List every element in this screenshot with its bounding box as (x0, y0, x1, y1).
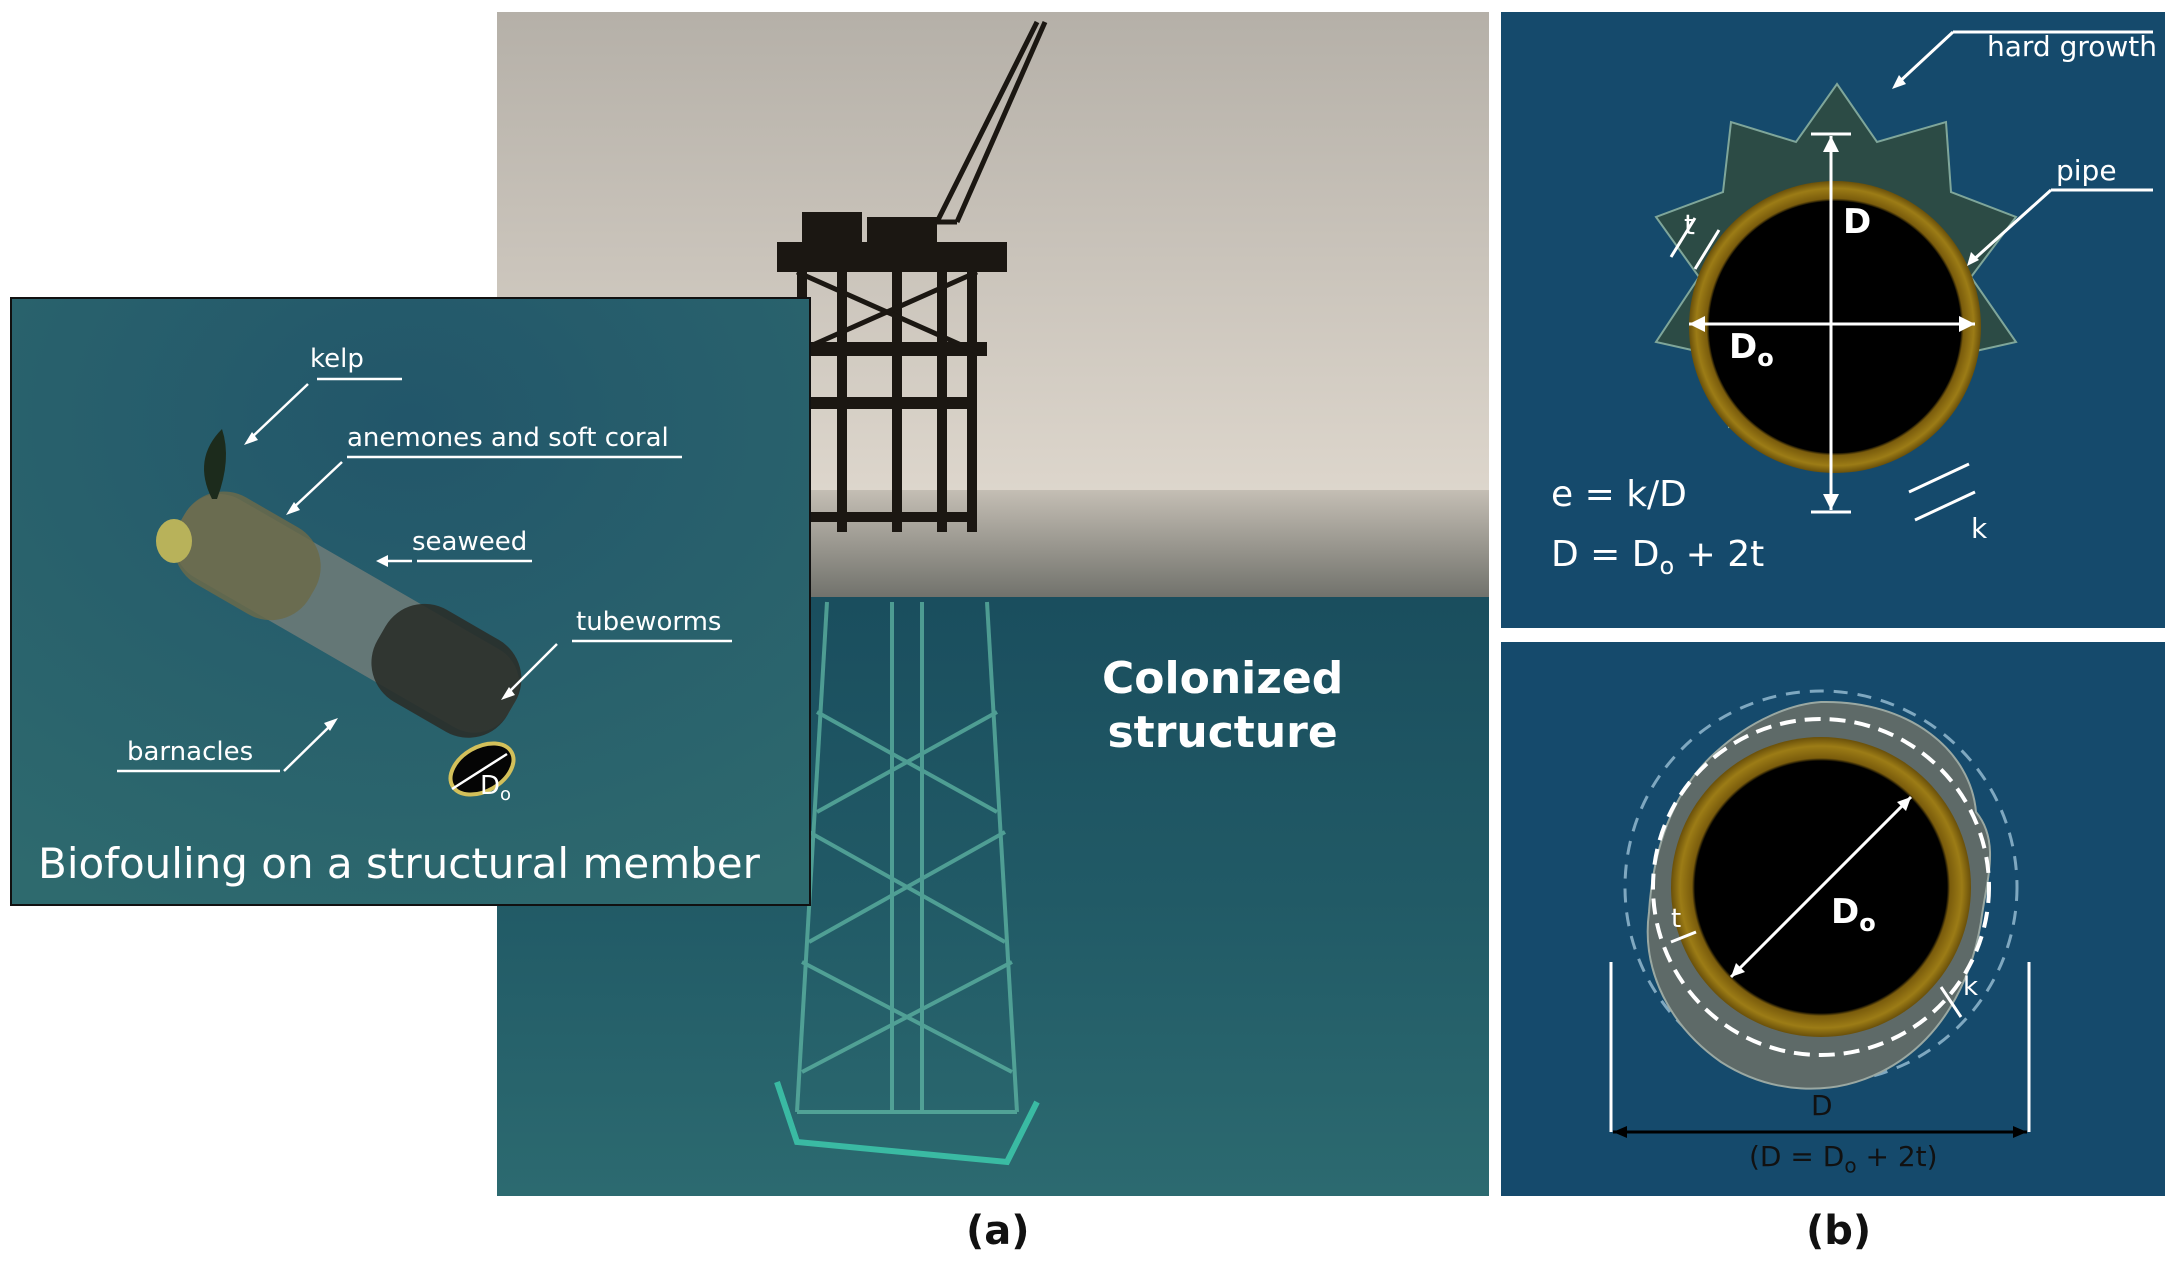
thickness-t-label-bottom: t (1671, 904, 1682, 934)
jacket-structure (795, 601, 1019, 1114)
outer-diameter-bottom-sub: o (1859, 908, 1876, 937)
outer-diameter-sub: o (1757, 343, 1774, 372)
member-diameter-main: D (480, 771, 501, 801)
caption-b: (b) (1806, 1208, 1872, 1254)
equivalent-D-label: D (1811, 1089, 1833, 1122)
pipe-label: pipe (2056, 154, 2117, 187)
outer-dashed-circle (1623, 689, 2019, 1085)
equation-D-part1: D = D (1551, 534, 1660, 575)
equation-e: e = k/D (1551, 474, 1687, 515)
colonized-structure-label: Colonized structure (1102, 652, 1343, 760)
member-diameter-label: Do (480, 771, 511, 805)
colonized-label-line1: Colonized (1102, 653, 1344, 704)
eq-bottom-sub: o (1844, 1153, 1857, 1178)
equivalent-D-equation: (D = Do + 2t) (1749, 1140, 1938, 1178)
roughness-k-label: k (1971, 512, 1988, 545)
tubeworms-label: tubeworms (576, 607, 722, 637)
diameter-D-label: D (1843, 202, 1872, 242)
colonized-label-line2: structure (1107, 707, 1338, 758)
equation-D-part2: + 2t (1674, 534, 1765, 575)
panel-b-bottom: Do t k D (D = Do + 2t) (1501, 642, 2165, 1196)
pipe-interior (1709, 201, 1961, 453)
panel-b-top: hard growth pipe D Do t k e = k/D D = Do… (1501, 12, 2165, 628)
hard-growth-label: hard growth (1987, 30, 2158, 63)
equation-D: D = Do + 2t (1551, 534, 1764, 580)
seaweed-label: seaweed (412, 527, 528, 557)
inset-title: Biofouling on a structural member (38, 839, 760, 888)
kelp-blades (204, 429, 226, 499)
pipe-section-equivalent (1609, 689, 2031, 1138)
eq-bottom-part1: (D = D (1749, 1140, 1845, 1173)
kelp-label: kelp (310, 344, 364, 374)
outer-diameter-label: Do (1729, 327, 1774, 372)
equation-D-sub: o (1659, 552, 1675, 581)
anemones-label: anemones and soft coral (347, 423, 669, 453)
thickness-t-label: t (1684, 208, 1695, 241)
outer-diameter-label-bottom: Do (1831, 892, 1876, 937)
roughness-k-label-bottom: k (1963, 972, 1979, 1002)
caption-a: (a) (966, 1208, 1030, 1254)
inner-dashed-circle (1651, 717, 1991, 1057)
outer-diameter-bottom-main: D (1831, 892, 1860, 932)
kelp-holdfast (156, 519, 192, 563)
inset-biofouling: kelp anemones and soft coral seaweed tub… (10, 297, 811, 906)
member-diameter-sub: o (500, 784, 512, 806)
barnacles-label: barnacles (127, 737, 254, 767)
member-illustration (12, 299, 809, 904)
outer-diameter-main: D (1729, 327, 1758, 367)
pipe-section-hard-growth (1654, 30, 2153, 522)
eq-bottom-part2: + 2t) (1856, 1140, 1938, 1173)
